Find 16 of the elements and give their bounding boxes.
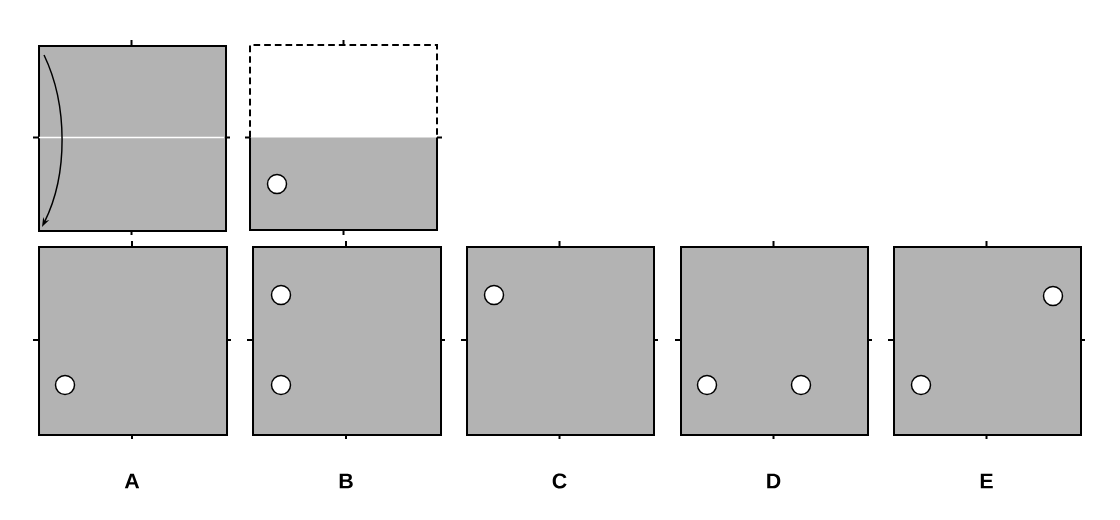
punched-hole: [483, 284, 505, 306]
punched-hole: [270, 374, 292, 396]
punched-hole: [1042, 285, 1064, 307]
option-letter: C: [552, 473, 567, 489]
punched-hole: [696, 374, 718, 396]
punched-hole: [266, 173, 288, 195]
punched-hole: [910, 374, 932, 396]
punched-hole: [54, 374, 76, 396]
option-letter: A: [124, 473, 140, 489]
punched-hole: [270, 284, 292, 306]
option-letter: D: [767, 473, 781, 489]
option-letter: E: [980, 473, 993, 489]
option-letter: B: [339, 473, 353, 489]
paper-sheet: [38, 45, 227, 232]
folded-sheet: [249, 44, 438, 231]
punched-hole: [790, 374, 812, 396]
